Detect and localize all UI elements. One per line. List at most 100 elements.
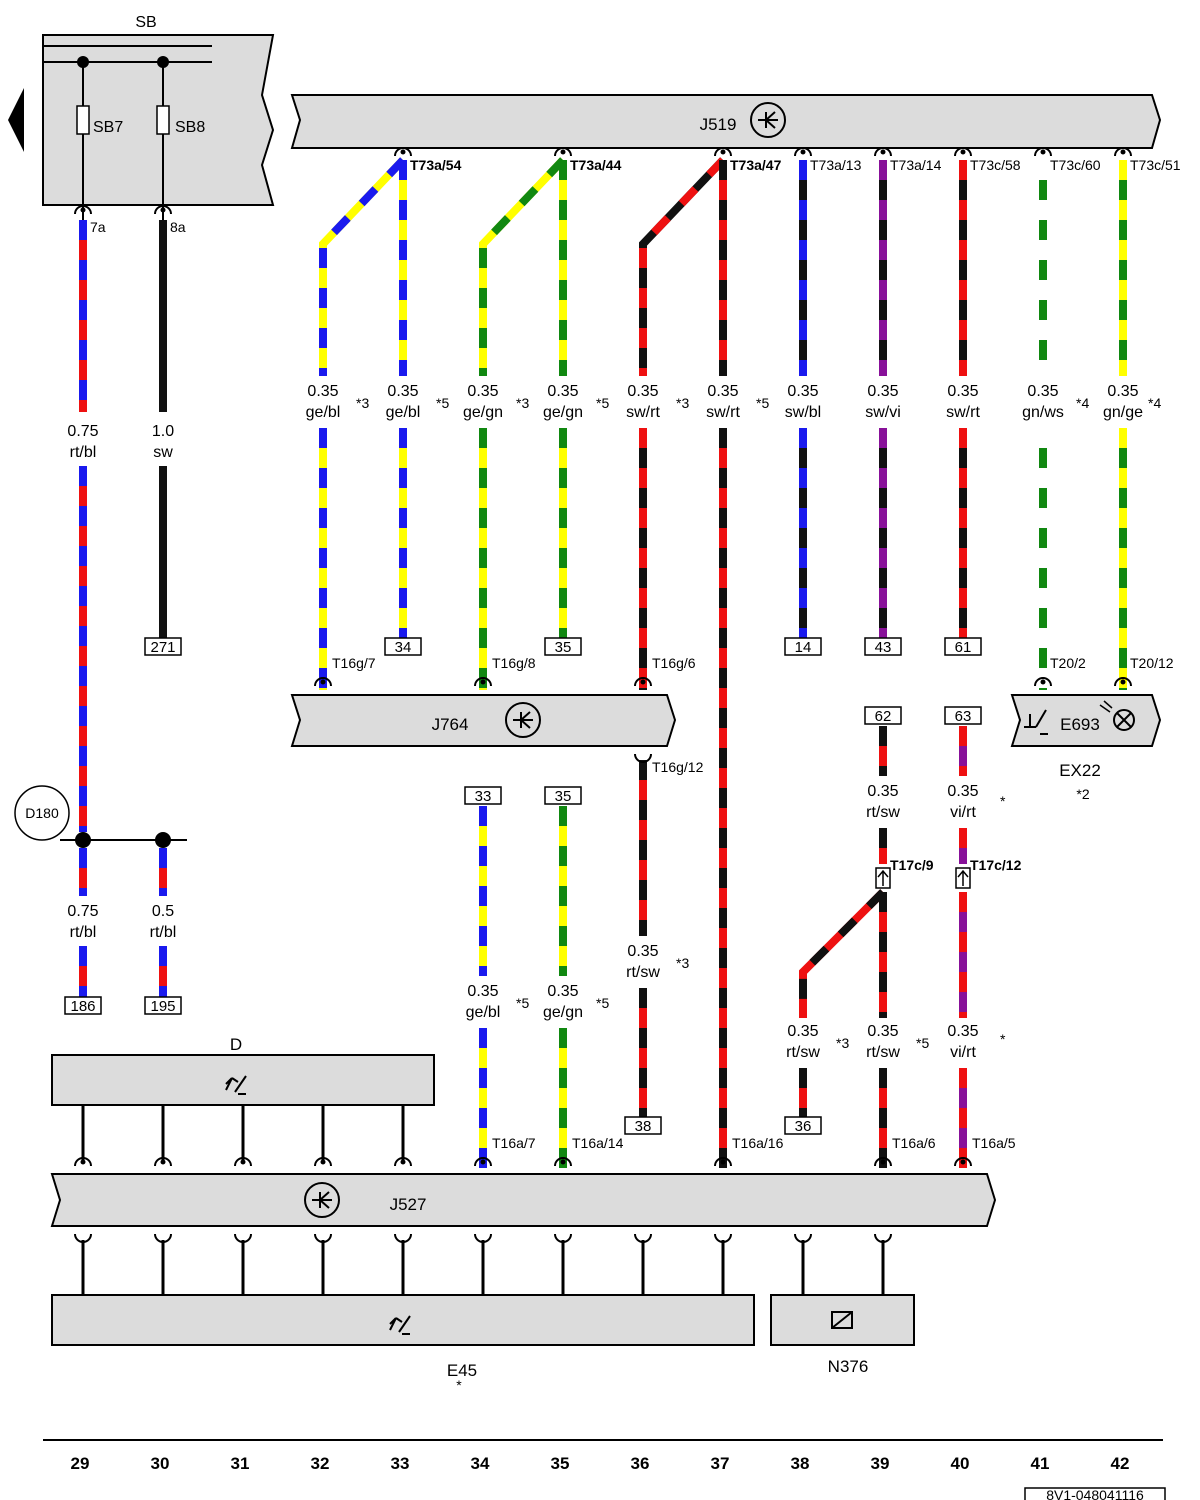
fuse-sb7-icon [76,105,90,135]
svg-text:D180: D180 [25,805,59,821]
fuse-sb8-icon [156,105,170,135]
wire-36-upper [639,157,726,376]
column-number: 40 [951,1454,970,1473]
svg-text:63: 63 [955,708,972,725]
column-number: 42 [1111,1454,1130,1473]
pin-t16a-5: T16a/5 [972,1135,1016,1151]
connector-j527-bottom-3 [314,1233,332,1243]
connector-j527-top-1 [154,1157,172,1167]
connector-j527-top-3 [314,1157,332,1167]
wire-color: sw [153,444,173,461]
connector-j519-4 [874,147,892,157]
pin-7a: 7a [90,219,106,235]
svg-text:36: 36 [795,1118,812,1135]
control-unit-icon [750,102,786,138]
ex22-label: EX22 [1059,761,1101,780]
pin-t16a-7: T16a/7 [492,1135,536,1151]
switch-e693: E693 EX22 *2 [1010,694,1162,802]
wire-color: rt/sw [866,1044,900,1061]
wire-color: sw/rt [626,404,660,421]
solenoid-icon [831,1311,853,1329]
connector-j527-top-2 [234,1157,252,1167]
connector-j519-5-dot [960,149,966,155]
connector-n376-1 [874,1233,892,1243]
j764-label: J764 [432,715,469,734]
e45-note: * [456,1377,462,1393]
wire-size: 0.75 [67,903,98,920]
ignition-switch-d: D [51,1035,435,1106]
wire-color: rt/bl [70,924,97,941]
wire-color: vi/rt [950,1044,976,1061]
wire-size: 0.35 [787,383,818,400]
connector-t16a-0 [474,1157,492,1167]
connector-j527-top-2-dot [240,1159,246,1165]
connector-t16a-2-dot [720,1159,726,1165]
wire-size: 0.35 [547,383,578,400]
ref-43: 43 [864,637,902,656]
wire-color: ge/gn [543,1004,583,1021]
pin-t73a-44: T73a/44 [570,157,622,173]
connector-t16a-1-dot [560,1159,566,1165]
switch-e45: E45 * [51,1294,755,1393]
connector-t16g-2-dot [640,679,646,685]
j527-label: J527 [390,1195,427,1214]
svg-text:61: 61 [955,639,972,656]
wire-size: 0.35 [467,983,498,1000]
ref-38: 38 [624,1116,662,1135]
wire-color: sw/bl [785,404,821,421]
pin-t73c-51: T73c/51 [1130,157,1181,173]
connector-j519-2 [714,147,732,157]
svg-text:38: 38 [635,1118,652,1135]
wire-size: 0.35 [867,783,898,800]
wire-color: rt/sw [626,964,660,981]
wire-size: 0.35 [627,383,658,400]
pin-t16g-7: T16g/7 [332,655,376,671]
wire-note: * [1000,1031,1006,1047]
pin-t20-2: T20/2 [1050,655,1086,671]
connector-j527-bottom-2 [234,1233,252,1243]
ref-271: 271 [144,637,182,656]
wire-size: 0.35 [867,383,898,400]
control-unit-j527: J527 [50,1173,997,1227]
wire-color: rt/bl [70,444,97,461]
wire-size: 0.35 [867,1023,898,1040]
wire-size: 0.35 [787,1023,818,1040]
pin-t16a-14: T16a/14 [572,1135,624,1151]
connector-j527-top-4-dot [400,1159,406,1165]
column-number: 29 [71,1454,90,1473]
wire-color: ge/bl [306,404,341,421]
e45-label: E45 [447,1361,477,1380]
reference-boxes: 271 34 35 14 43 61 62 63 33 35 186 195 3… [64,637,982,1135]
solenoid-n376: N376 [770,1294,915,1376]
connector-j519-4-dot [880,149,886,155]
wires-layer [79,157,1127,1295]
j519-label: J519 [700,115,737,134]
wire-32-upper [319,157,406,376]
connector-j527-top-0 [74,1157,92,1167]
t17c-arrow-icon-0 [877,869,889,886]
ref-33: 33 [464,786,502,805]
pin-t73c-60: T73c/60 [1050,157,1101,173]
column-number: 38 [791,1454,810,1473]
wire-note: *4 [1148,395,1161,411]
column-number: 39 [871,1454,890,1473]
ref-36: 36 [784,1116,822,1135]
wire-color: vi/rt [950,804,976,821]
connection-d180: D180 [14,785,187,848]
connector-j519-1 [554,147,572,157]
wire-size: 0.35 [1027,383,1058,400]
connector-j527-bottom-4 [394,1233,412,1243]
switch-icon [225,1075,247,1095]
connector-t16g-3 [1034,677,1052,687]
wire-note: *5 [756,395,769,411]
connector-j527-bottom-7 [634,1233,652,1243]
wire-color: ge/gn [463,404,503,421]
switch-icon [389,1315,411,1335]
ref-35b: 35 [544,786,582,805]
svg-text:35: 35 [555,788,572,805]
connector-j519-1-dot [560,149,566,155]
connector-n376-0 [794,1233,812,1243]
wire-size: 0.35 [547,983,578,1000]
connector-j519-3 [794,147,812,157]
page-id: 8V1-048041116 [1046,1487,1144,1500]
